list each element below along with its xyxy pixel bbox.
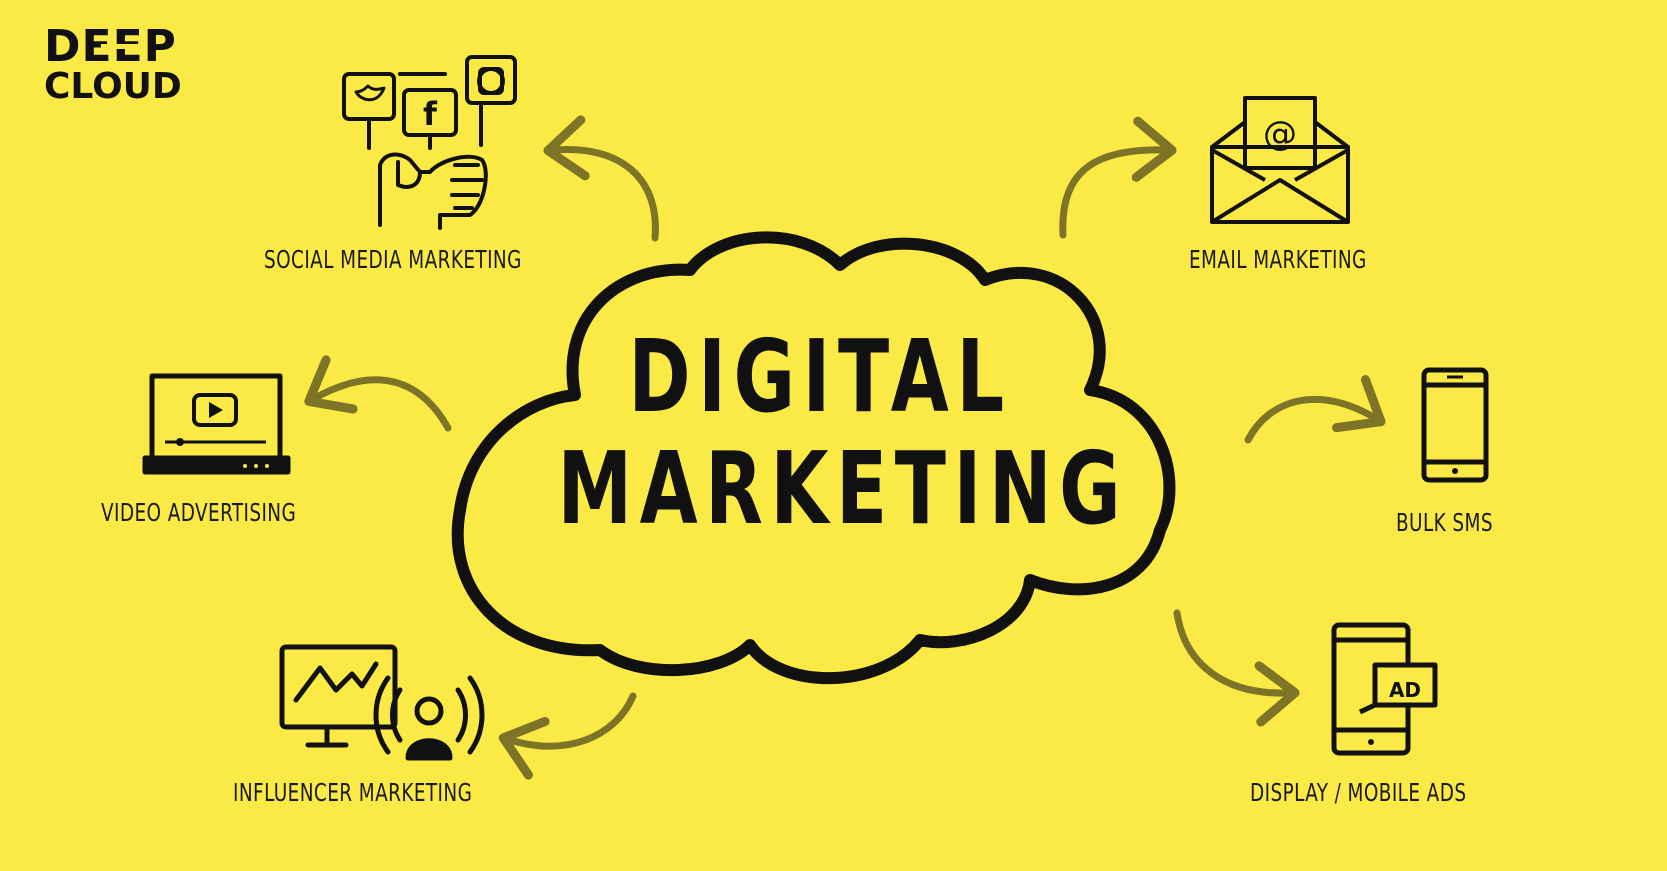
social-media-icon: f [342,55,517,230]
arrow-to-sms [1244,375,1386,444]
smartphone-icon [1421,367,1489,483]
arrow-to-social-media [543,115,659,242]
center-title-line2: MARKETING [557,430,1129,547]
deep-cloud-logo: DEEP CLOUD [44,25,194,108]
svg-text:AD: AD [1389,678,1421,702]
mobile-ad-icon: AD [1331,622,1438,756]
label-bulk-sms: BULK SMS [1396,508,1494,537]
email-envelope-icon: @ [1210,96,1350,224]
svg-text:@: @ [1263,114,1297,154]
label-display-mobile-ads: DISPLAY / MOBILE ADS [1250,778,1467,807]
arrow-to-email [1059,116,1177,239]
influencer-broadcast-icon [279,644,485,761]
arrow-to-display-ads [1173,609,1300,727]
video-laptop-icon [142,373,291,475]
label-influencer-marketing: INFLUENCER MARKETING [233,778,473,807]
center-title-line1: DIGITAL [628,318,1012,435]
svg-text:f: f [423,95,438,133]
arrow-to-video [304,355,452,432]
logo-strike-accent [101,44,145,49]
arrow-to-influencer [498,692,637,780]
cloud-shape [451,231,1176,685]
label-email-marketing: EMAIL MARKETING [1189,245,1367,274]
label-video-advertising: VIDEO ADVERTISING [101,498,297,527]
label-social-media-marketing: SOCIAL MEDIA MARKETING [264,245,522,274]
logo-line2: CLOUD [44,66,182,107]
